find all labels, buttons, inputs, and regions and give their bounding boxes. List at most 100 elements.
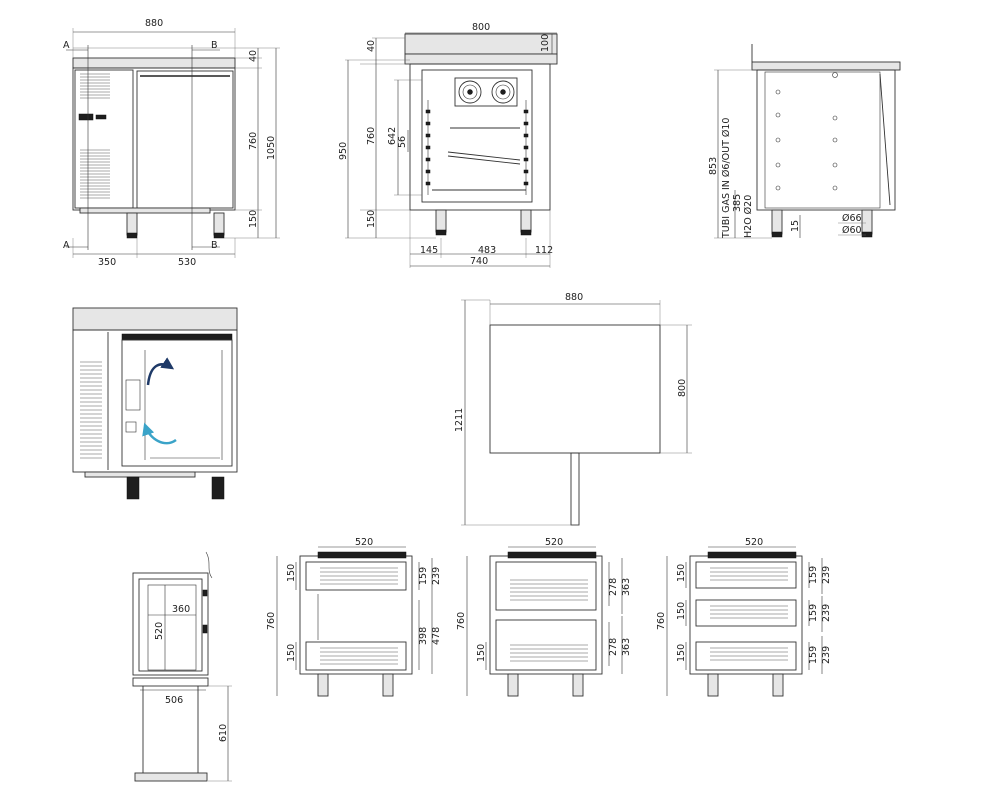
drawer1-r4: 478 — [431, 627, 442, 645]
side-leg-left — [435, 209, 447, 233]
drawer-config-2: 520 760 150 278 363 278 363 — [456, 537, 632, 697]
drawer2-bottom — [495, 619, 597, 671]
dim-shelf-pitch: 56 — [397, 136, 408, 148]
fan-left-icon — [458, 80, 482, 104]
dim-side-left: 145 — [420, 245, 438, 256]
drawer2-width: 520 — [545, 537, 563, 548]
drawer3-height: 760 — [656, 612, 667, 630]
air-out-arrow-icon — [146, 357, 175, 386]
drawer1-top — [305, 561, 407, 591]
interior-airflow-view — [72, 307, 238, 500]
rear-view: 853 TUBI GAS IN Ø6/OUT Ø10 385 H2O Ø20 1… — [708, 44, 901, 239]
drawer2-cabinet — [489, 555, 603, 675]
evaporator-top — [121, 333, 233, 341]
dim-total-height: 1050 — [266, 136, 277, 160]
airflow-leg-left — [126, 476, 140, 500]
drawer3-r2: 239 — [821, 566, 832, 584]
dim-top-thickness: 40 — [248, 50, 259, 62]
compressor-housing — [74, 69, 134, 209]
drawer2-r3: 278 — [608, 638, 619, 656]
interior-section-view: 360 520 506 610 — [132, 551, 232, 782]
worktop-airflow — [72, 307, 238, 331]
plan-view: 880 800 1211 — [454, 292, 692, 526]
drawer1-r3: 398 — [418, 627, 429, 645]
drawer2-r2: 363 — [621, 578, 632, 596]
dim-dia-60: Ø60 — [842, 225, 862, 236]
rear-body — [756, 69, 896, 211]
leg-right — [213, 212, 225, 236]
drawer1-d1: 150 — [286, 564, 297, 582]
drawer1-d2: 150 — [286, 644, 297, 662]
section-b-bottom: B — [211, 240, 218, 251]
section-a-top: A — [63, 40, 70, 51]
drawer2-height: 760 — [456, 612, 467, 630]
water-label: H2O Ø20 — [743, 195, 754, 238]
drawer3-middle — [695, 599, 797, 627]
dim-front-width: 880 — [145, 18, 163, 29]
gas-pipes-label: TUBI GAS IN Ø6/OUT Ø10 — [721, 118, 732, 239]
airflow-interior — [121, 339, 233, 467]
control-panel — [78, 113, 94, 121]
dim-side-top: 40 — [366, 40, 377, 52]
drawer3-r5: 159 — [808, 646, 819, 664]
section-b-top: B — [211, 40, 218, 51]
drawer2-r1: 278 — [608, 578, 619, 596]
rear-leg-left — [771, 209, 783, 235]
air-in-arrow-icon — [142, 422, 177, 445]
drawer3-d3: 150 — [676, 644, 687, 662]
cabinet-side — [409, 63, 551, 211]
dim-interior-height: 642 — [387, 127, 398, 145]
drawer2-r4: 363 — [621, 638, 632, 656]
drawer1-r2: 239 — [431, 567, 442, 585]
side-leg-right — [520, 209, 532, 233]
kick-plate — [79, 207, 211, 214]
drawer-config-3: 520 760 150 150 150 159 239 159 239 159 … — [656, 537, 832, 697]
airflow-cabinet — [72, 329, 238, 473]
drawer-config-1: 520 760 150 150 159 239 398 478 — [266, 537, 442, 697]
shelf-2 — [447, 151, 521, 161]
section-base — [134, 772, 208, 782]
drawer1-r1: 159 — [418, 567, 429, 585]
dim-dia-66: Ø66 — [842, 213, 862, 224]
drawer1-bottom — [305, 641, 407, 671]
dim-right-part: 530 — [178, 257, 196, 268]
dim-base-height: 610 — [218, 724, 229, 742]
drawer3-top — [695, 561, 797, 589]
cabinet-interior — [421, 69, 533, 203]
brand-logo — [95, 114, 107, 120]
drawer2-d1: 150 — [476, 644, 487, 662]
dim-door-swing: 1211 — [454, 408, 465, 432]
shelf-supports — [425, 100, 529, 195]
dim-body-height: 760 — [248, 132, 259, 150]
drawer3-r1: 159 — [808, 566, 819, 584]
side-section-view: 800 100 950 40 760 150 642 56 145 483 11… — [338, 22, 558, 268]
airflow-vent-grill — [80, 361, 102, 459]
drain-pipe — [879, 73, 891, 206]
drawer3-r4: 239 — [821, 604, 832, 622]
drawer3-d2: 150 — [676, 602, 687, 620]
rear-leg-right — [861, 209, 873, 235]
dim-interior-width: 360 — [172, 604, 190, 615]
foot-left — [126, 232, 138, 239]
foot-right — [213, 232, 225, 239]
drawer1-height: 760 — [266, 612, 277, 630]
dim-plan-width: 880 — [565, 292, 583, 303]
rear-fittings — [775, 72, 838, 191]
upper-vent-grill — [80, 73, 110, 99]
fan-right-icon — [491, 80, 515, 104]
dim-side-total-height: 950 — [338, 142, 349, 160]
dim-base-width: 506 — [165, 695, 183, 706]
drawer3-width: 520 — [745, 537, 763, 548]
dim-water-height: 385 — [732, 194, 743, 212]
section-inner — [147, 584, 197, 671]
dim-side-mid: 483 — [478, 245, 496, 256]
door — [136, 70, 234, 209]
worktop-side — [404, 53, 558, 65]
open-door — [570, 452, 580, 526]
dim-backsplash: 100 — [540, 34, 551, 52]
drawer1-width: 520 — [355, 537, 373, 548]
backsplash — [404, 33, 558, 55]
lower-vent-grill — [80, 149, 110, 199]
dim-interior-height-section: 520 — [154, 622, 165, 640]
